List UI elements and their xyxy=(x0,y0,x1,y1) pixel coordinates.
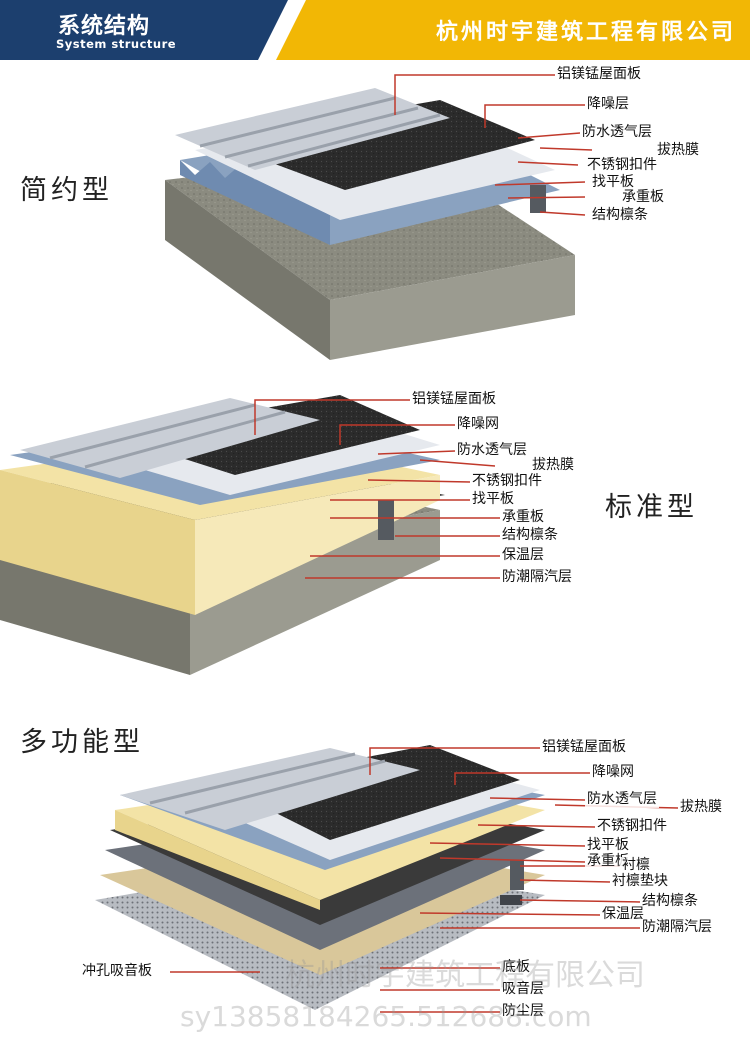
layer-label: 防水透气层 xyxy=(580,124,654,141)
layer-label: 找平板 xyxy=(590,174,636,191)
layer-label: 防水透气层 xyxy=(455,442,529,459)
layer-label: 吸音层 xyxy=(500,981,546,998)
company-name: 杭州时宇建筑工程有限公司 xyxy=(435,19,736,45)
section-title: 系统结构 xyxy=(58,14,151,39)
layer-label: 降噪网 xyxy=(455,416,501,433)
layer-label: 底板 xyxy=(500,959,532,976)
layer-label: 不锈钢扣件 xyxy=(470,473,544,490)
section-subtitle: System structure xyxy=(56,37,177,51)
layer-label: 不锈钢扣件 xyxy=(595,818,669,835)
layer-label: 结构檩条 xyxy=(640,893,700,910)
leader-lines xyxy=(170,74,679,1013)
layer-label: 铝镁锰屋面板 xyxy=(540,739,628,756)
section-label-standard: 标准型 xyxy=(605,492,698,523)
layer-label: 防水透气层 xyxy=(585,791,659,808)
layer-label: 降噪层 xyxy=(585,96,631,113)
layer-label: 承重板 xyxy=(620,189,666,206)
layer-label: 铝镁锰屋面板 xyxy=(410,391,498,408)
diagram-simple xyxy=(165,88,575,360)
section-label-multifunction: 多功能型 xyxy=(20,727,144,758)
layer-label: 结构檩条 xyxy=(500,527,560,544)
layer-label: 冲孔吸音板 xyxy=(80,963,154,980)
layer-label: 找平板 xyxy=(470,491,516,508)
layer-label: 防潮隔汽层 xyxy=(640,919,714,936)
diagram-standard xyxy=(0,395,445,675)
layer-label: 承重板 xyxy=(585,853,631,870)
layer-label: 防尘层 xyxy=(500,1003,546,1020)
layer-label: 拔热膜 xyxy=(530,457,576,474)
layer-label: 衬檩 xyxy=(620,857,652,874)
layer-label: 保温层 xyxy=(600,906,646,923)
section-label-simple: 简约型 xyxy=(20,175,113,206)
layer-label: 找平板 xyxy=(585,837,631,854)
header-banner: 系统结构 System structure 杭州时宇建筑工程有限公司 xyxy=(0,0,750,60)
diagram-multifunction xyxy=(95,745,545,1010)
layer-label: 拔热膜 xyxy=(655,142,701,159)
layer-label: 降噪网 xyxy=(590,764,636,781)
layer-label: 不锈钢扣件 xyxy=(585,157,659,174)
layer-label: 衬檩垫块 xyxy=(610,873,670,890)
layer-label: 铝镁锰屋面板 xyxy=(555,66,643,83)
layer-label: 拔热膜 xyxy=(678,799,724,816)
banner-background xyxy=(0,0,750,60)
layer-label: 结构檩条 xyxy=(590,207,650,224)
layer-label: 保温层 xyxy=(500,547,546,564)
layer-label: 承重板 xyxy=(500,509,546,526)
layer-label: 防潮隔汽层 xyxy=(500,569,574,586)
